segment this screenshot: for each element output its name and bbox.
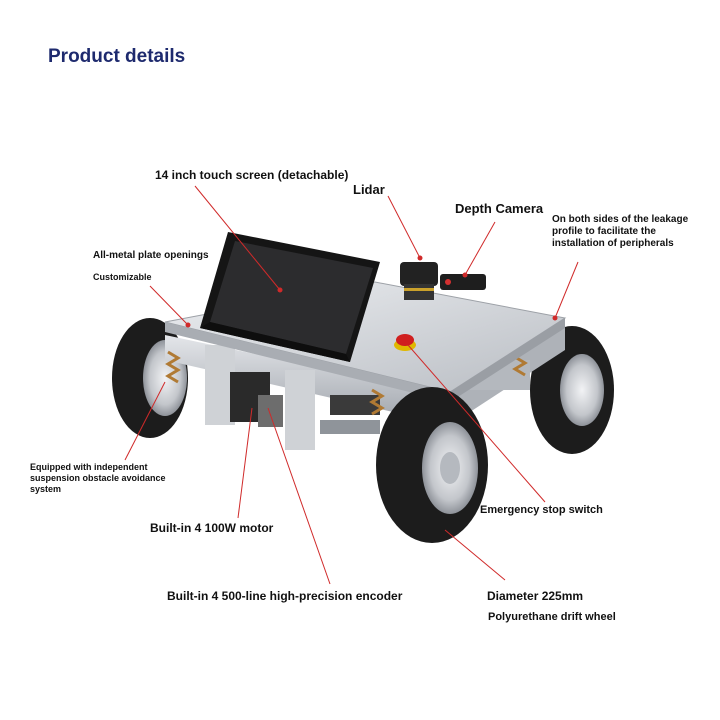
label-suspension: Equipped with independent suspension obs… [30,462,166,494]
touch-screen-display [200,232,380,362]
label-encoder: Built-in 4 500-line high-precision encod… [167,589,403,603]
page-title: Product details [48,46,186,67]
label-wheel: Polyurethane drift wheel [488,611,616,623]
depth-camera [440,274,486,290]
label-plate-openings: All-metal plate openings [93,250,209,261]
aluminum-frame [165,325,565,450]
leader-lines [124,185,579,585]
wheel-rear-left [112,318,188,438]
label-depth-camera: Depth Camera [455,201,544,216]
lidar-sensor [400,262,438,300]
label-leakage-profile: On both sides of the leakage profile to … [552,214,689,249]
label-touch-screen: 14 inch touch screen (detachable) [155,168,349,182]
label-customizable: Customizable [93,272,152,282]
label-diameter: Diameter 225mm [487,589,584,603]
label-lidar: Lidar [353,182,385,197]
wheel-front-left [376,387,488,543]
label-motor: Built-in 4 100W motor [150,521,274,535]
label-emergency-stop: Emergency stop switch [480,504,603,516]
leader-dots [185,255,558,328]
